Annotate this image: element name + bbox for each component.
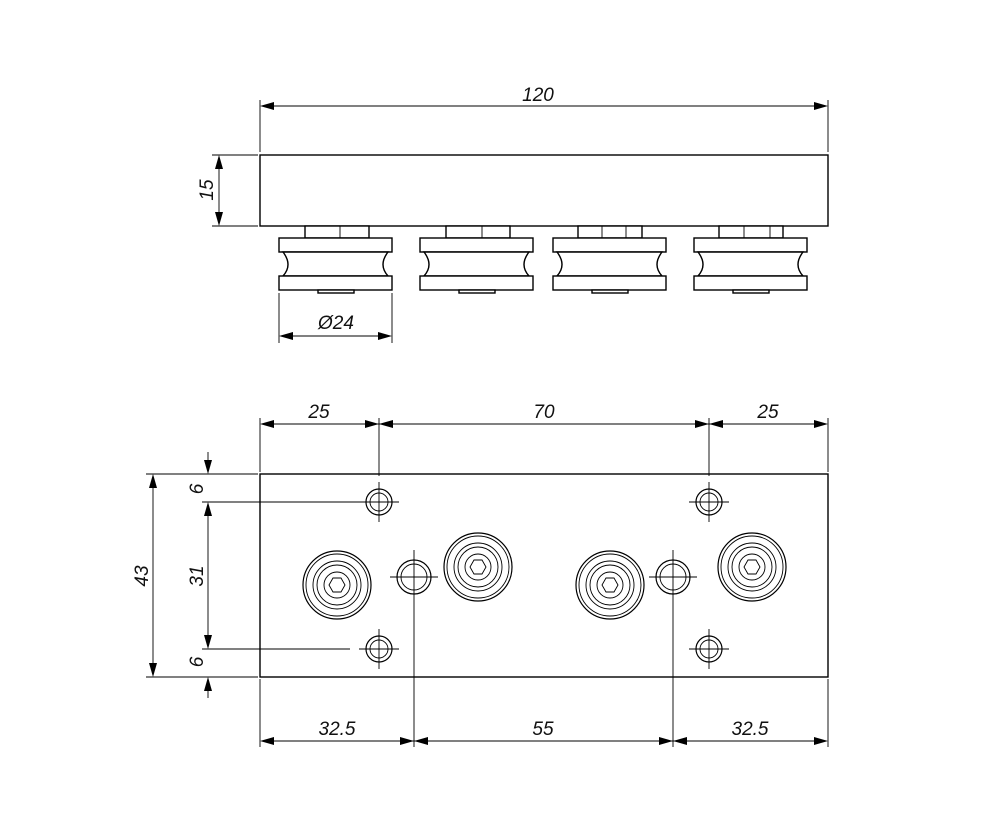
dim-wheel-spacing-left-label: 32.5 bbox=[319, 719, 356, 740]
dim-wheel-spacing: 32.5 55 32.5 bbox=[259, 604, 829, 747]
dim-hole-spacing-left-label: 25 bbox=[307, 402, 330, 423]
wheel-bolt-2 bbox=[443, 532, 513, 602]
dim-row-spacing-bottom-label: 6 bbox=[187, 656, 208, 667]
mount-hole-bottom-right bbox=[689, 629, 729, 669]
dim-hole-spacing-middle-label: 70 bbox=[533, 402, 555, 423]
plan-view: 25 70 25 32.5 55 32.5 bbox=[132, 402, 829, 747]
dim-wheel-diameter-label: Ø24 bbox=[317, 313, 354, 334]
plan-plate bbox=[259, 473, 829, 678]
side-wheel-3 bbox=[552, 225, 667, 294]
dim-row-spacing-middle-label: 31 bbox=[187, 565, 208, 586]
wheel-bolt-4 bbox=[717, 532, 787, 602]
dim-hole-spacing: 25 70 25 bbox=[259, 402, 829, 476]
mount-hole-bottom-left bbox=[359, 629, 399, 669]
dim-wheel-spacing-middle-label: 55 bbox=[532, 719, 554, 740]
wheel-bolt-3 bbox=[575, 550, 645, 620]
dim-plate-height: 43 bbox=[132, 473, 258, 678]
dim-plate-thickness: 15 bbox=[197, 154, 258, 227]
wheel-bolt-1 bbox=[302, 550, 372, 620]
center-hole-right bbox=[649, 550, 697, 604]
dim-wheel-spacing-right-label: 32.5 bbox=[732, 719, 769, 740]
side-plate bbox=[259, 154, 829, 227]
dim-row-spacing: 6 31 6 bbox=[187, 452, 366, 698]
side-wheel-2 bbox=[419, 225, 534, 294]
dim-hole-spacing-right-label: 25 bbox=[756, 402, 779, 423]
dim-overall-length: 120 bbox=[259, 85, 829, 152]
dim-plate-thickness-label: 15 bbox=[197, 179, 218, 201]
side-wheel-4 bbox=[693, 225, 808, 294]
dim-overall-length-label: 120 bbox=[522, 85, 554, 106]
dim-wheel-diameter: Ø24 bbox=[278, 293, 393, 343]
mount-hole-top-right bbox=[689, 482, 729, 522]
dim-row-spacing-top-label: 6 bbox=[187, 483, 208, 494]
side-view: 120 15 Ø24 bbox=[197, 85, 829, 343]
center-hole-left bbox=[390, 550, 438, 604]
dim-plate-height-label: 43 bbox=[132, 565, 153, 587]
side-wheel-1 bbox=[278, 225, 393, 294]
